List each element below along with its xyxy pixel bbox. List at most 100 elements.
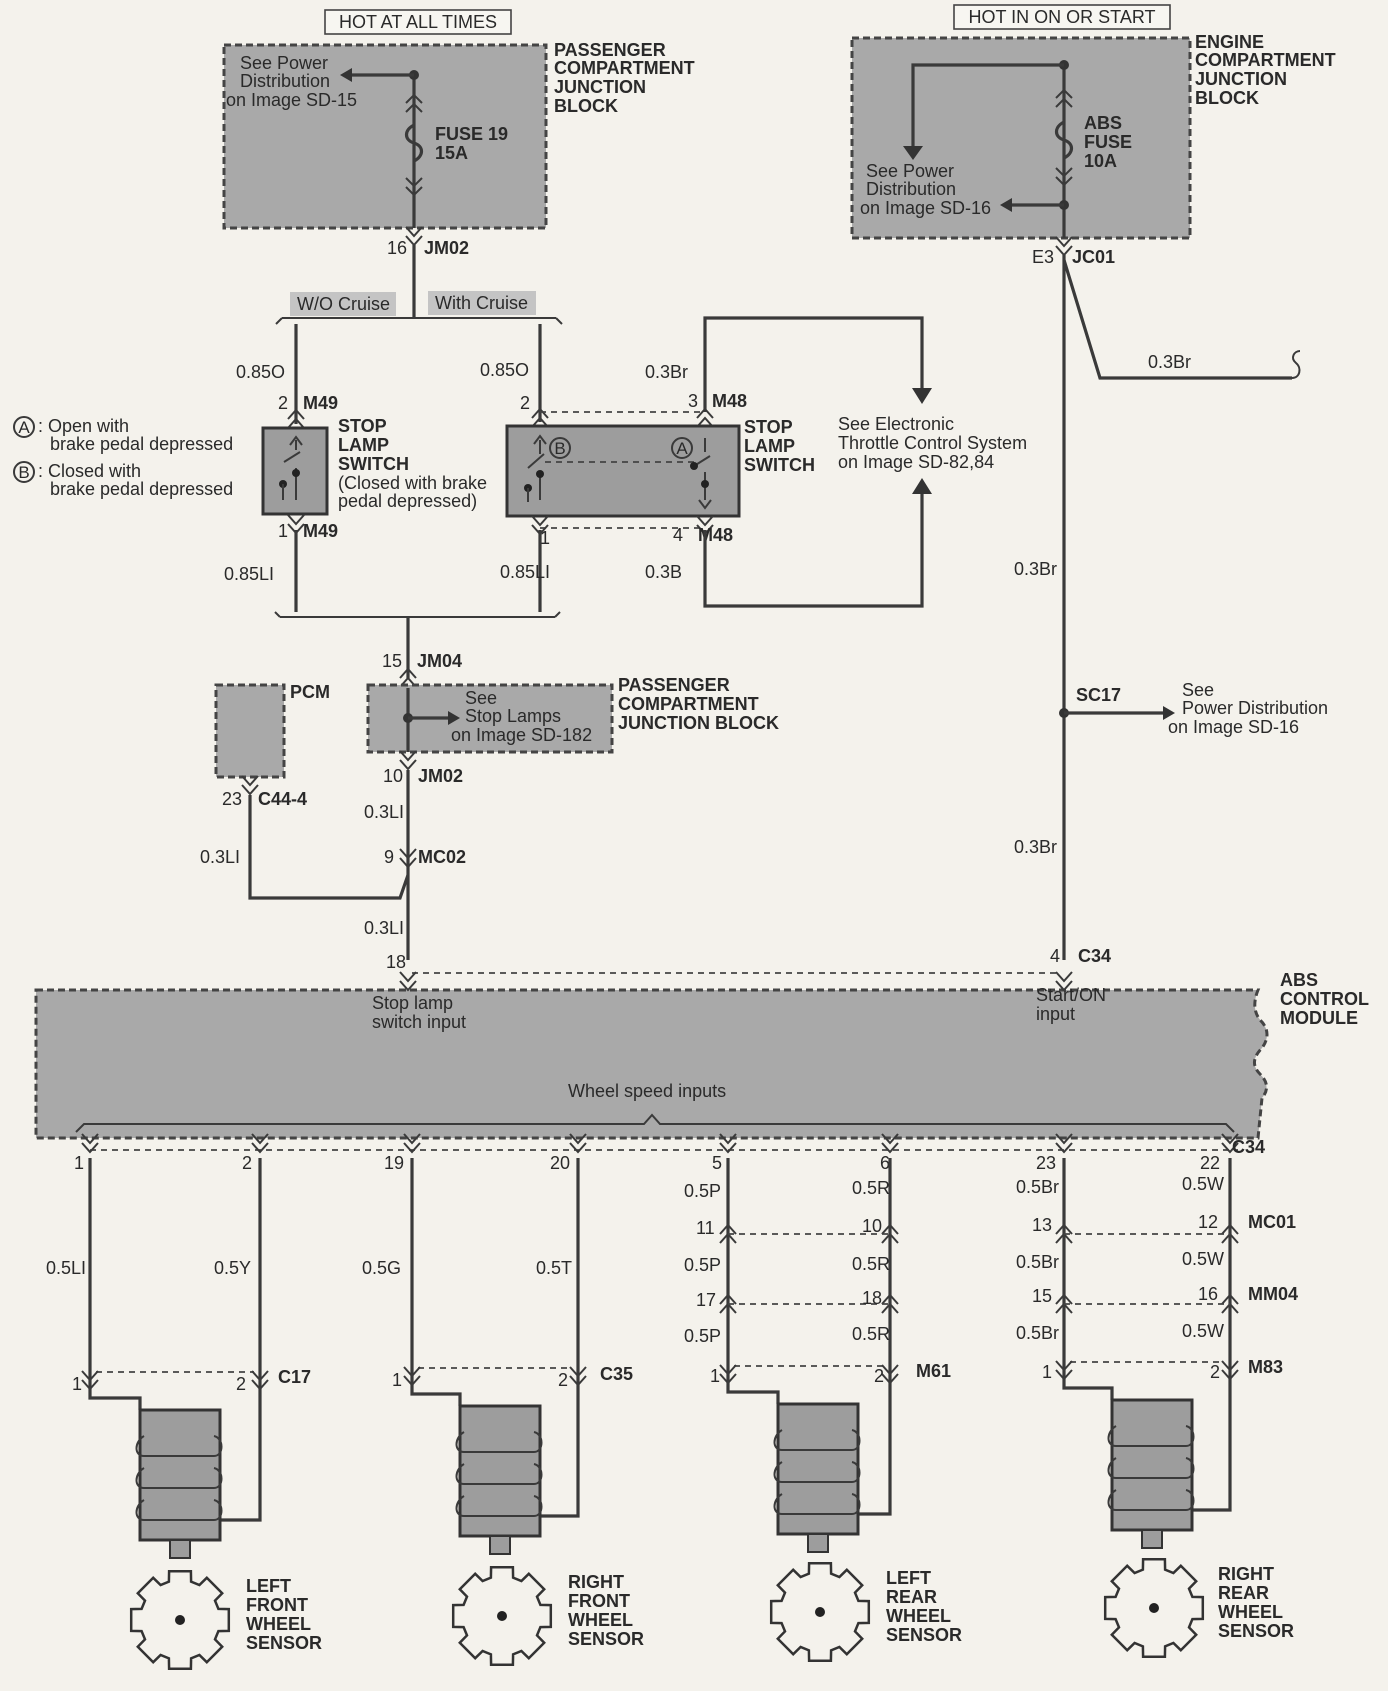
svg-text:LAMP: LAMP <box>338 435 389 455</box>
mc02-pin: 9 <box>384 847 394 867</box>
jm02-top-name: JM02 <box>424 238 469 258</box>
legend-a-icon <box>13 416 35 438</box>
jm02-mid-name: JM02 <box>418 766 463 786</box>
abs-pin-label: 19 <box>384 1153 404 1173</box>
m49-bot-pin: 1 <box>278 521 288 541</box>
jc01-name: JC01 <box>1072 247 1115 267</box>
svg-text:0.5R: 0.5R <box>852 1324 890 1344</box>
header-hot-in-on-or-start: HOT IN ON OR START <box>968 7 1155 27</box>
b-marker <box>549 437 571 459</box>
m61-name: M61 <box>916 1361 951 1381</box>
jc01-pin: E3 <box>1032 247 1054 267</box>
wire-break-icon <box>1291 350 1301 379</box>
svg-text:BLOCK: BLOCK <box>554 96 618 116</box>
m49-top-name: M49 <box>303 393 338 413</box>
svg-text:WHEEL: WHEEL <box>886 1606 951 1626</box>
svg-text:13: 13 <box>1032 1215 1052 1235</box>
svg-text:WHEEL: WHEEL <box>568 1610 633 1630</box>
svg-text:STOP: STOP <box>744 417 793 437</box>
svg-text:See Power: See Power <box>240 53 328 73</box>
svg-text:ENGINE: ENGINE <box>1195 32 1264 52</box>
c44-pin: 23 <box>222 789 242 809</box>
c34-bottom-name: C34 <box>1232 1137 1265 1157</box>
wire-03br-mid: 0.3Br <box>1014 559 1057 579</box>
svg-text:SWITCH: SWITCH <box>744 455 815 475</box>
switch-1-name: STOP LAMP SWITCH (Closed with brake peda… <box>338 416 487 511</box>
svg-text:0.5R: 0.5R <box>852 1178 890 1198</box>
arrow-down-icon <box>903 146 923 160</box>
wire-03li-upper: 0.3LI <box>364 802 404 822</box>
svg-text:0.5W: 0.5W <box>1182 1249 1224 1269</box>
pcjb-top-see-note: See Power Distribution on Image SD-15 <box>226 53 357 110</box>
sensor-pin-2: 2 <box>558 1370 568 1390</box>
m48-bot-name: M48 <box>698 525 733 545</box>
abs-pin-label: 23 <box>1036 1153 1056 1173</box>
pcjb-mid-name: PASSENGER COMPARTMENT JUNCTION BLOCK <box>618 675 779 733</box>
svg-text:Stop lamp: Stop lamp <box>372 993 453 1013</box>
pcm-label: PCM <box>290 682 330 702</box>
abs-pin-label: 2 <box>242 1153 252 1173</box>
sensor-wire-right: 0.5T <box>536 1258 572 1278</box>
fuse-symbol <box>404 123 424 163</box>
svg-text:B: B <box>18 463 29 482</box>
svg-text:15: 15 <box>1032 1286 1052 1306</box>
svg-text:STOP: STOP <box>338 416 387 436</box>
svg-text:Distribution: Distribution <box>866 179 956 199</box>
with-cruise-label: With Cruise <box>435 293 528 313</box>
abs-fuse-label: ABS FUSE 10A <box>1084 113 1132 171</box>
a-marker <box>671 437 693 459</box>
tag-without-cruise <box>290 292 396 316</box>
c34-top-pin: 4 <box>1050 946 1060 966</box>
wire-03br-m48: 0.3Br <box>645 362 688 382</box>
wheel-inputs-brace <box>75 1113 1235 1133</box>
c35-name: C35 <box>600 1364 633 1384</box>
wire-03br-lower: 0.3Br <box>1014 837 1057 857</box>
svg-text:SENSOR: SENSOR <box>246 1633 322 1653</box>
tag-with-cruise <box>428 291 536 315</box>
svg-text:: Closed with: : Closed with <box>38 461 141 481</box>
svg-text:10: 10 <box>862 1216 882 1236</box>
svg-text:brake pedal depressed: brake pedal depressed <box>50 434 233 454</box>
svg-text:on Image SD-16: on Image SD-16 <box>860 198 991 218</box>
svg-text:See Power: See Power <box>866 161 954 181</box>
arrow-left-icon <box>340 68 352 82</box>
connector-jm02-top <box>405 226 423 246</box>
svg-text:B: B <box>554 439 565 458</box>
m48-bot-pin: 4 <box>673 525 683 545</box>
sensor-pin-1: 1 <box>1042 1362 1052 1382</box>
pcjb-top-name: PASSENGER COMPARTMENT JUNCTION BLOCK <box>554 40 695 116</box>
svg-text:18: 18 <box>862 1288 882 1308</box>
svg-text:COMPARTMENT: COMPARTMENT <box>618 694 759 714</box>
svg-text:SWITCH: SWITCH <box>338 454 409 474</box>
jm04-name: JM04 <box>417 651 462 671</box>
wire-03li-lower: 0.3LI <box>364 918 404 938</box>
fuse-19-label: FUSE 19 15A <box>435 124 508 163</box>
arrow-down-icon <box>912 388 932 404</box>
svg-text:SENSOR: SENSOR <box>568 1629 644 1649</box>
sensor-coil <box>458 1404 542 1538</box>
jm02-top-pin: 16 <box>387 238 407 258</box>
svg-text:REAR: REAR <box>886 1587 937 1607</box>
svg-text:12: 12 <box>1198 1212 1218 1232</box>
svg-text:10A: 10A <box>1084 151 1117 171</box>
wire-085li-left: 0.85LI <box>224 564 274 584</box>
svg-text:0.5P: 0.5P <box>684 1181 721 1201</box>
m49-top-pin: 2 <box>278 393 288 413</box>
svg-text:COMPARTMENT: COMPARTMENT <box>554 58 695 78</box>
svg-text:Stop Lamps: Stop Lamps <box>465 706 561 726</box>
c17-name: C17 <box>278 1367 311 1387</box>
m48-top-name: M48 <box>712 391 747 411</box>
wire-03b: 0.3B <box>645 562 682 582</box>
switch-2-name: STOP LAMP SWITCH <box>744 417 815 475</box>
connector-c44-4 <box>241 775 259 795</box>
abs-pin-label: 5 <box>712 1153 722 1173</box>
sensor-pin-2: 2 <box>236 1374 246 1394</box>
svg-text:ABS: ABS <box>1280 970 1318 990</box>
m48-pin-2: 2 <box>520 393 530 413</box>
